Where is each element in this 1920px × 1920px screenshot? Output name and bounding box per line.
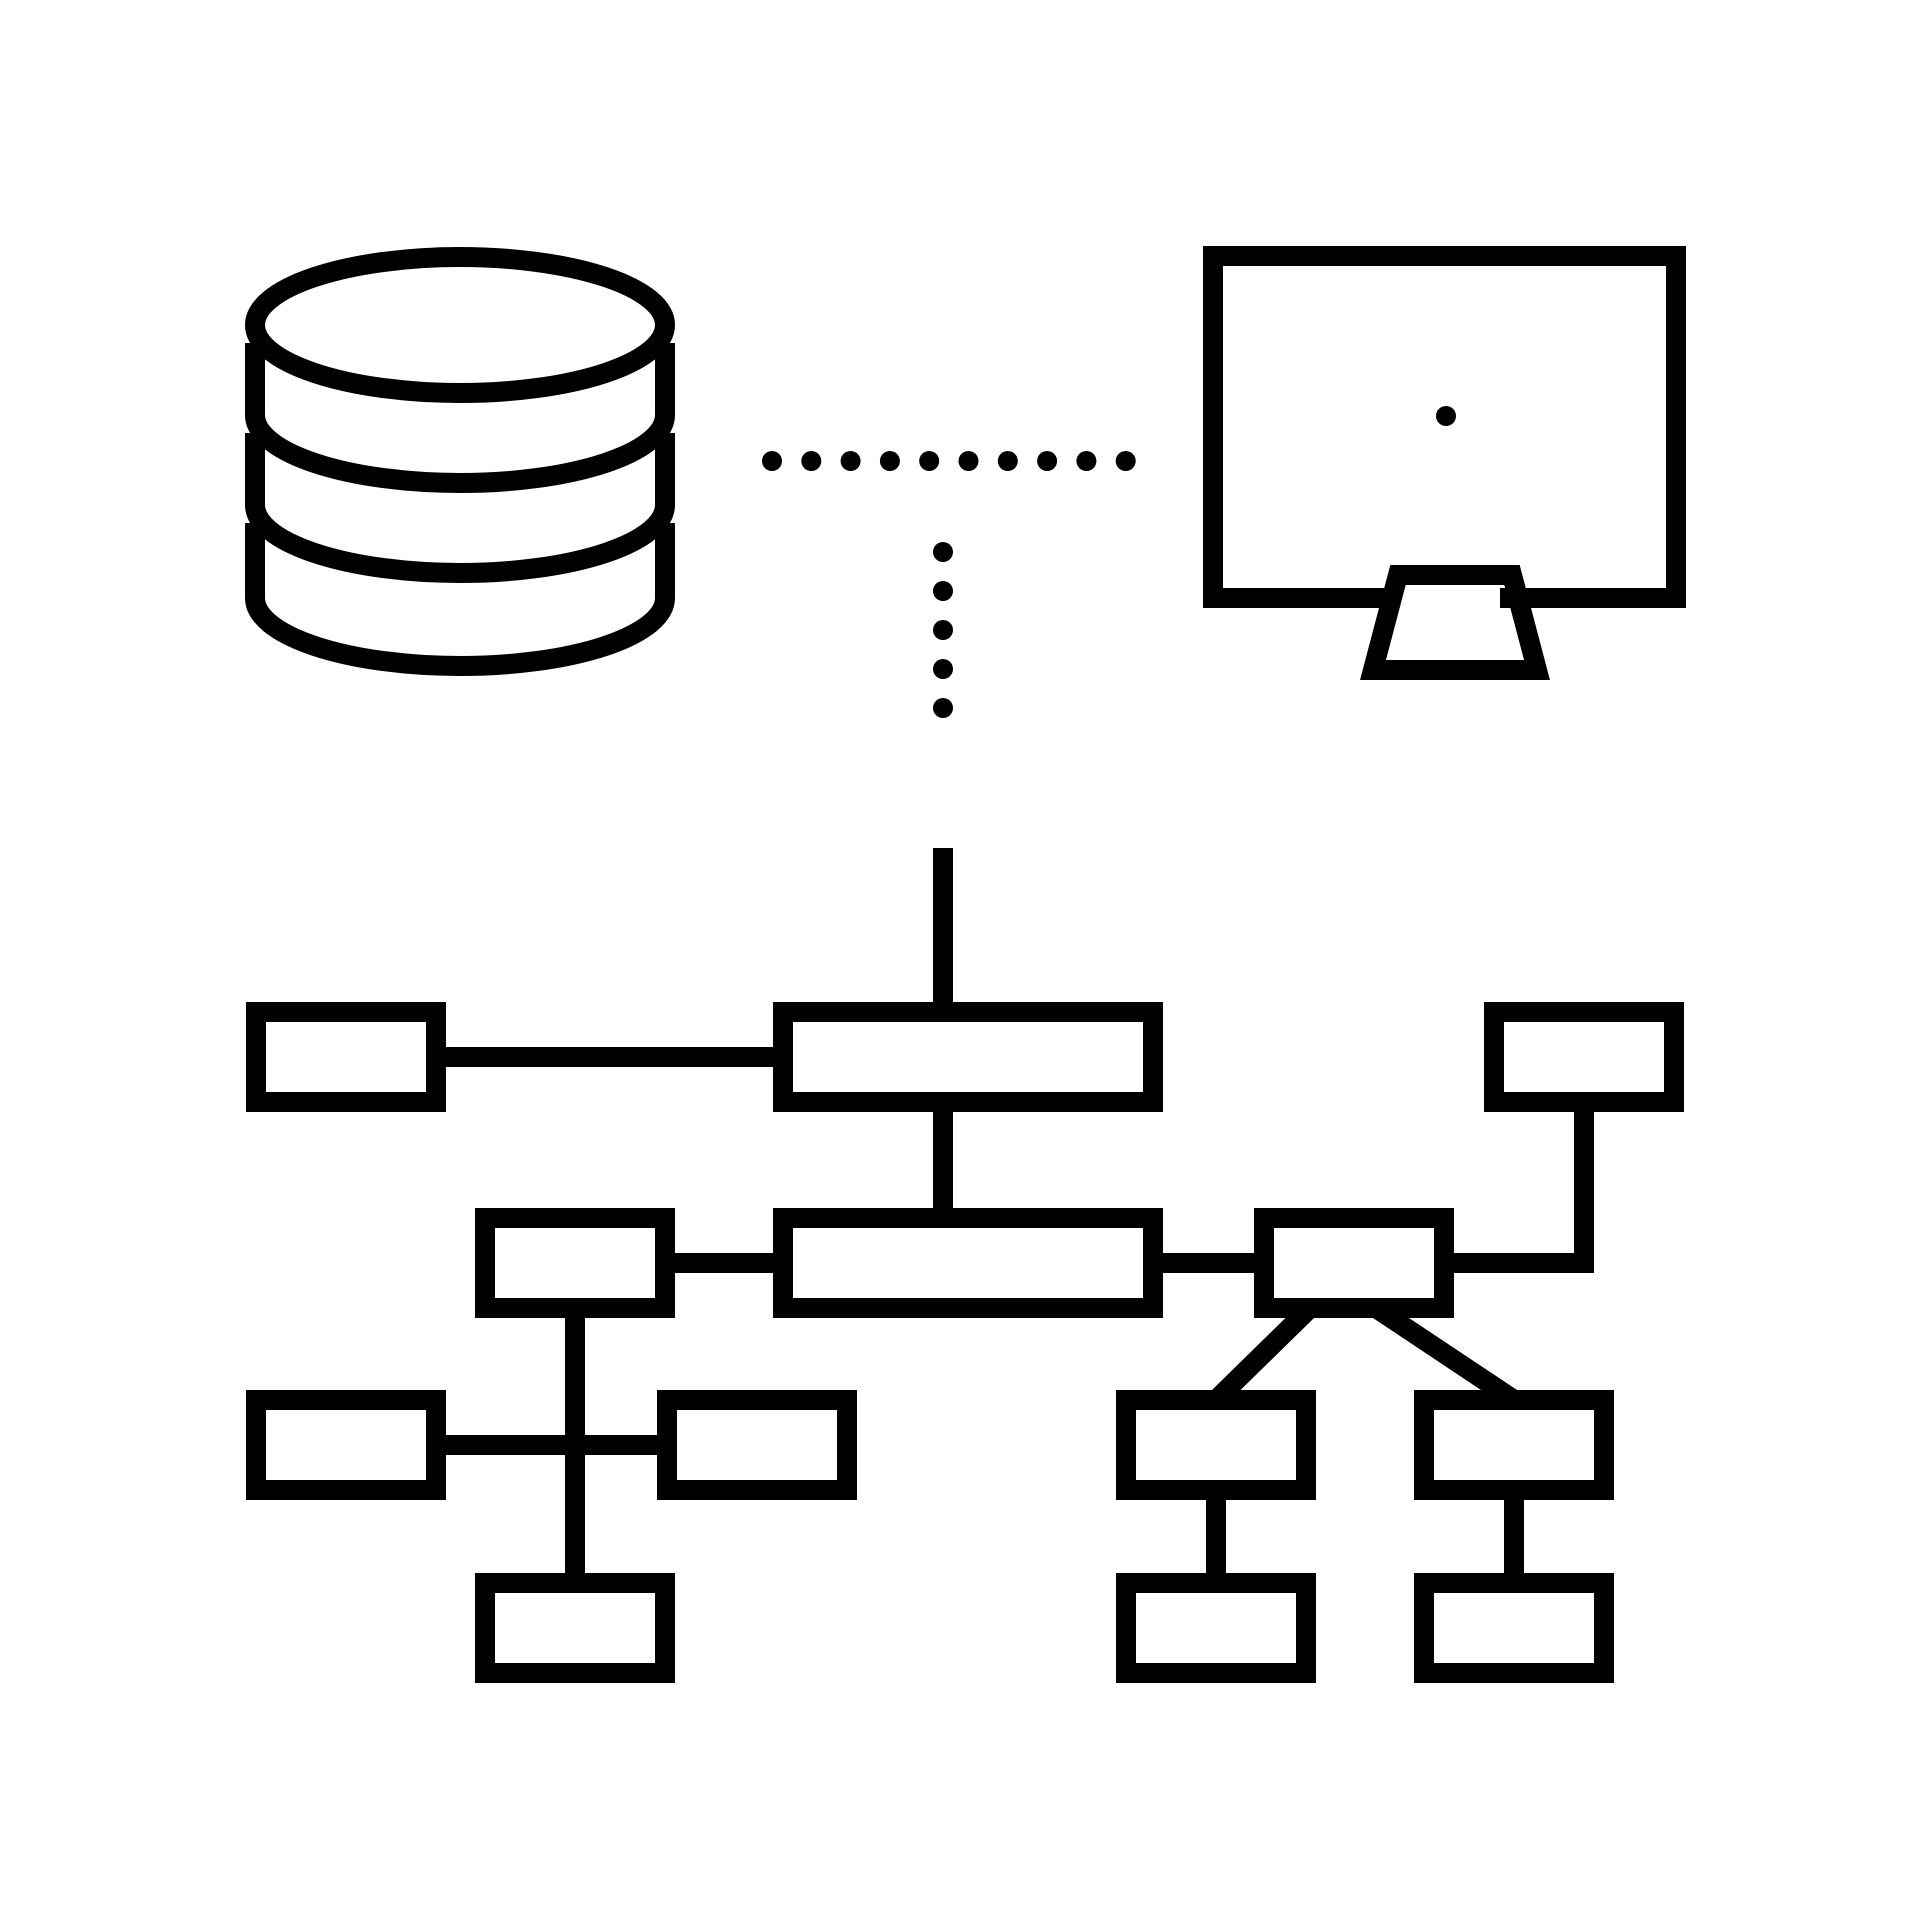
node-box xyxy=(657,1390,857,1500)
node-box xyxy=(1414,1573,1614,1683)
horizontal-dotted-link xyxy=(762,451,1136,471)
connector-dot xyxy=(840,451,861,471)
monitor-camera-dot xyxy=(1436,406,1456,426)
connector-dot xyxy=(879,451,900,471)
connector-dot xyxy=(1115,451,1136,471)
connector-dot xyxy=(919,451,940,471)
connector-dot xyxy=(958,451,979,471)
connector-dot xyxy=(933,620,953,640)
monitor-stand-icon xyxy=(1360,565,1550,680)
connector-dot xyxy=(933,581,953,601)
node-box xyxy=(1484,1002,1684,1112)
node-box xyxy=(475,1573,675,1683)
connector-dot xyxy=(933,698,953,718)
connector-dot xyxy=(1076,451,1097,471)
node-box xyxy=(773,1208,1163,1318)
node-box xyxy=(1116,1390,1316,1500)
vertical-dotted-link xyxy=(933,542,953,718)
connector-dot xyxy=(933,542,953,562)
connector-dot xyxy=(933,659,953,679)
dotted-connector-lines xyxy=(762,451,1136,718)
node-box xyxy=(1254,1208,1454,1318)
hierarchy-diagram-icon xyxy=(246,848,1684,1683)
node-box xyxy=(246,1002,446,1112)
connector-dot xyxy=(997,451,1018,471)
node-box xyxy=(246,1390,446,1500)
node-box xyxy=(475,1208,675,1318)
computer-monitor-icon xyxy=(1203,246,1686,680)
node-box xyxy=(773,1002,1163,1112)
connector-dot xyxy=(801,451,822,471)
node-box xyxy=(1414,1390,1614,1500)
connector-dot xyxy=(1037,451,1058,471)
node-box xyxy=(1116,1573,1316,1683)
connector-dot xyxy=(762,451,782,471)
database-icon xyxy=(245,247,675,676)
connector-lines xyxy=(436,1047,1594,1583)
